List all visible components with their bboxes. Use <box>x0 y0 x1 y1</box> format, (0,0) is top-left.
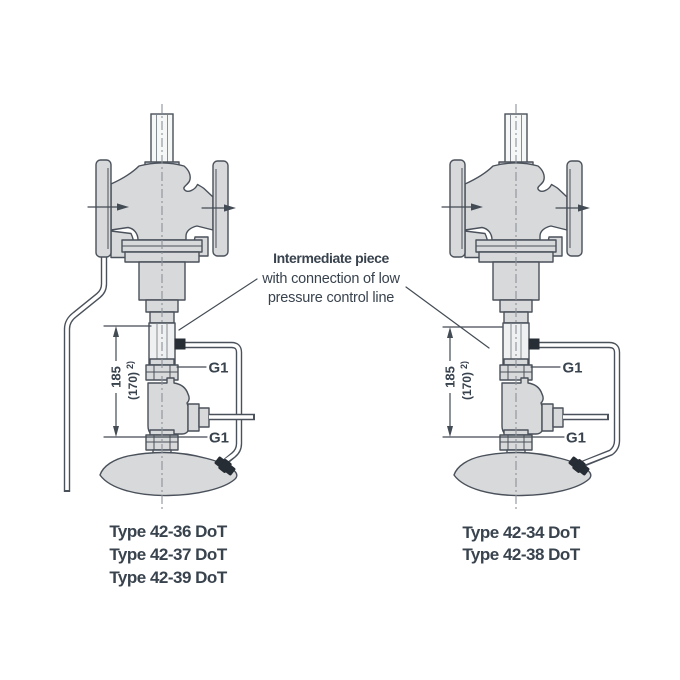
dimension-footnote: 2) <box>125 361 135 369</box>
caption-type: Type 42-37 DoT <box>109 545 228 564</box>
right-valve-captions: Type 42-34 DoT Type 42-38 DoT <box>462 523 581 564</box>
annotation-line2: with connection of low <box>261 271 400 287</box>
dimension-arrow-up <box>113 326 119 337</box>
caption-type: Type 42-34 DoT <box>462 523 581 542</box>
leader-line-right <box>405 286 490 349</box>
right-valve-assembly: 185 (170) 2) G1 G1 Type 42-34 DoT Type 4… <box>441 103 621 564</box>
g1-label-bottom: G1 <box>566 430 586 447</box>
dimension-alt-bg <box>125 355 137 407</box>
dimension-label-bg <box>441 361 454 393</box>
dimension-footnote: 2) <box>459 361 469 369</box>
dimension-alt-value: (170) <box>460 372 474 400</box>
dimension-left: 185 (170) 2) <box>103 325 208 438</box>
caption-type: Type 42-38 DoT <box>462 545 581 564</box>
dimension-right: 185 (170) 2) <box>441 326 565 438</box>
dimension-arrow-down <box>447 426 453 437</box>
annotation-line3: pressure control line <box>268 290 394 306</box>
caption-type: Type 42-36 DoT <box>109 522 228 541</box>
caption-type: Type 42-39 DoT <box>109 568 228 587</box>
dimension-arrow-down <box>113 426 119 437</box>
valve-core-instance <box>441 103 592 511</box>
left-valve-captions: Type 42-36 DoT Type 42-37 DoT Type 42-39… <box>109 522 228 587</box>
dimension-label-bg <box>107 361 120 393</box>
left-valve-assembly: 185 (170) 2) G1 G1 Type 42-36 DoT Type 4… <box>63 103 255 587</box>
g1-label-bottom: G1 <box>209 430 229 447</box>
control-line-pipe <box>175 341 243 465</box>
annotation-callout: Intermediate piece with connection of lo… <box>178 250 490 349</box>
g1-label-top: G1 <box>563 360 583 377</box>
control-line-pipe <box>529 341 621 467</box>
dimension-alt-bg <box>459 355 471 407</box>
annotation-title: Intermediate piece <box>273 250 389 266</box>
dimension-alt-value: (170) <box>126 372 140 400</box>
g1-label-top: G1 <box>209 360 229 377</box>
dimension-value: 185 <box>443 366 458 388</box>
left-external-control-pipe <box>63 257 108 492</box>
dimension-arrow-up <box>447 327 453 338</box>
leader-line-left <box>178 278 258 331</box>
dimension-value: 185 <box>109 366 124 388</box>
